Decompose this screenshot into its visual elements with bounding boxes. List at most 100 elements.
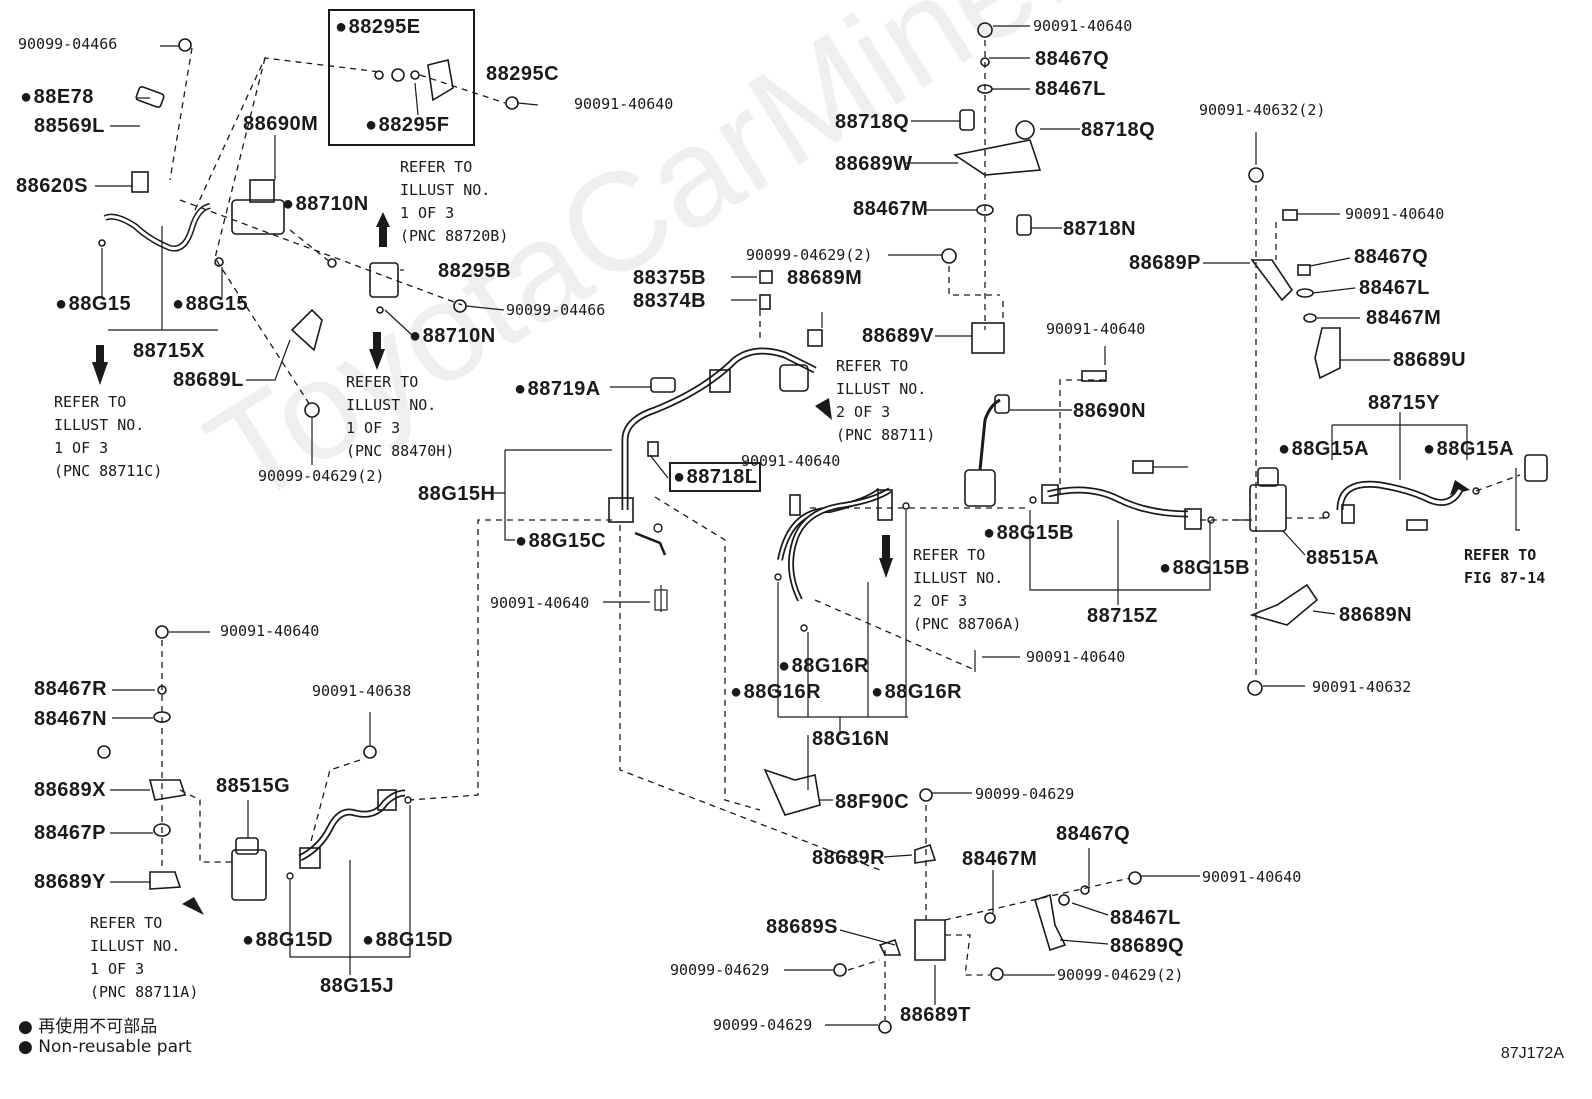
bolt-label: 90091-40640	[741, 452, 841, 470]
part-label: 88295F	[365, 114, 449, 136]
part-label: 88718Q	[1081, 119, 1156, 141]
bracket-88689Q	[1034, 893, 1067, 952]
part-label: 88295E	[335, 16, 421, 38]
sensor-88690M	[231, 199, 285, 235]
part-label: 88467R	[34, 678, 108, 700]
part-label: 88G15H	[418, 483, 496, 505]
bracket-88689L	[290, 308, 323, 352]
legend-text: 再使用不可部品	[38, 1017, 158, 1037]
part-label: 88689S	[766, 916, 838, 938]
legend-english: ● Non-reusable part	[18, 1037, 192, 1057]
part-label: 88689M	[787, 267, 863, 289]
bracket-88689T	[914, 919, 946, 961]
part-label: 88374B	[633, 290, 707, 312]
bolt-label: 90091-40640	[490, 594, 590, 612]
bolt-label: 90091-40638	[312, 682, 412, 700]
part-label: 88E78	[20, 86, 94, 108]
part-label: 88719A	[514, 378, 601, 400]
arrow-diag-icon	[182, 897, 204, 915]
part-label: 88689W	[835, 153, 913, 175]
part-label: 88569L	[34, 115, 105, 137]
bolt-label: 90099-04629(2)	[258, 467, 385, 485]
bolt-label: 90091-40640	[1046, 320, 1146, 338]
bullet-icon: ●	[18, 1017, 33, 1037]
bolt-label: 90091-40640	[1202, 868, 1302, 886]
part-label: 88467M	[962, 848, 1038, 870]
bolt-label: 90099-04629	[713, 1016, 813, 1034]
part-label: 88715Z	[1087, 605, 1158, 627]
arrow-diag-icon	[815, 398, 832, 420]
part-label: 88689X	[34, 779, 106, 801]
part-label: 88G15	[172, 293, 248, 315]
pipe-88715X	[103, 203, 211, 252]
bolt-label: 90099-04629(2)	[746, 246, 873, 264]
bolt-label: 90091-40640	[574, 95, 674, 113]
bracket-88F90C	[763, 768, 821, 816]
bracket-88295B	[369, 262, 399, 298]
part-label: 88715X	[133, 340, 205, 362]
arrow-right-icon	[1450, 480, 1470, 495]
bolt-label: 90099-04466	[506, 301, 606, 319]
bracket-88689P	[1250, 259, 1294, 302]
part-label: 88G15D	[362, 929, 453, 951]
bolt-label: 90099-04629	[975, 785, 1075, 803]
part-label: 88718N	[1063, 218, 1137, 240]
part-label: 88467L	[1110, 907, 1181, 929]
clip-88E78	[135, 86, 165, 108]
part-label: 88G15C	[515, 530, 606, 552]
part-label: 88467Q	[1354, 246, 1429, 268]
inset-box	[328, 9, 475, 146]
clip-88620S	[131, 171, 149, 193]
part-label: 88689L	[173, 369, 244, 391]
part-label: 88G15A	[1278, 438, 1369, 460]
part-label: 88G16R	[871, 681, 962, 703]
part-label: 88690M	[243, 113, 319, 135]
bracket-88689N	[1249, 583, 1319, 626]
part-label: 88467N	[34, 708, 108, 730]
part-label: 88710N	[409, 325, 496, 347]
arrow-down-icon	[369, 349, 385, 370]
bolt-label: 90091-40632(2)	[1199, 101, 1326, 119]
bracket-88689W	[952, 139, 1042, 176]
bolt-label: 90099-04629	[670, 961, 770, 979]
part-label: 88620S	[16, 175, 88, 197]
part-label: 88515A	[1306, 547, 1380, 569]
arrow-down-icon	[92, 362, 108, 385]
bolt-label: 90099-04466	[18, 35, 118, 53]
part-label: 88689N	[1339, 604, 1413, 626]
part-label: 88689T	[900, 1004, 971, 1026]
part-label: 88G15A	[1423, 438, 1514, 460]
part-label: 88G15B	[1159, 557, 1250, 579]
part-label: 88467L	[1035, 78, 1106, 100]
bolt-label: 90091-40640	[220, 622, 320, 640]
legend-japanese: ● 再使用不可部品	[18, 1012, 157, 1037]
bolt-label: 90091-40632	[1312, 678, 1412, 696]
bolt-label: 90091-40640	[1026, 648, 1126, 666]
part-label: 88689P	[1129, 252, 1201, 274]
part-label: 88467Q	[1035, 48, 1110, 70]
part-label: 88689Q	[1110, 935, 1185, 957]
part-label: 88689U	[1393, 349, 1467, 371]
part-label: 88F90C	[835, 791, 910, 813]
part-label: 88689R	[812, 847, 886, 869]
part-label: 88715Y	[1368, 392, 1440, 414]
bolt-label: 90091-40640	[1033, 17, 1133, 35]
bracket-88689Y	[149, 871, 182, 890]
valve-88515G	[231, 849, 267, 901]
part-label: 88467P	[34, 822, 106, 844]
sensor-88690N	[964, 469, 996, 507]
part-label: 88G16N	[812, 728, 890, 750]
bracket-88689U	[1314, 327, 1341, 380]
bracket-88689X	[148, 779, 187, 801]
highlighted-part-label[interactable]: 88718L	[668, 462, 762, 492]
part-label: 88689Y	[34, 871, 106, 893]
part-label: 88690N	[1073, 400, 1147, 422]
part-label: 88515G	[216, 775, 291, 797]
